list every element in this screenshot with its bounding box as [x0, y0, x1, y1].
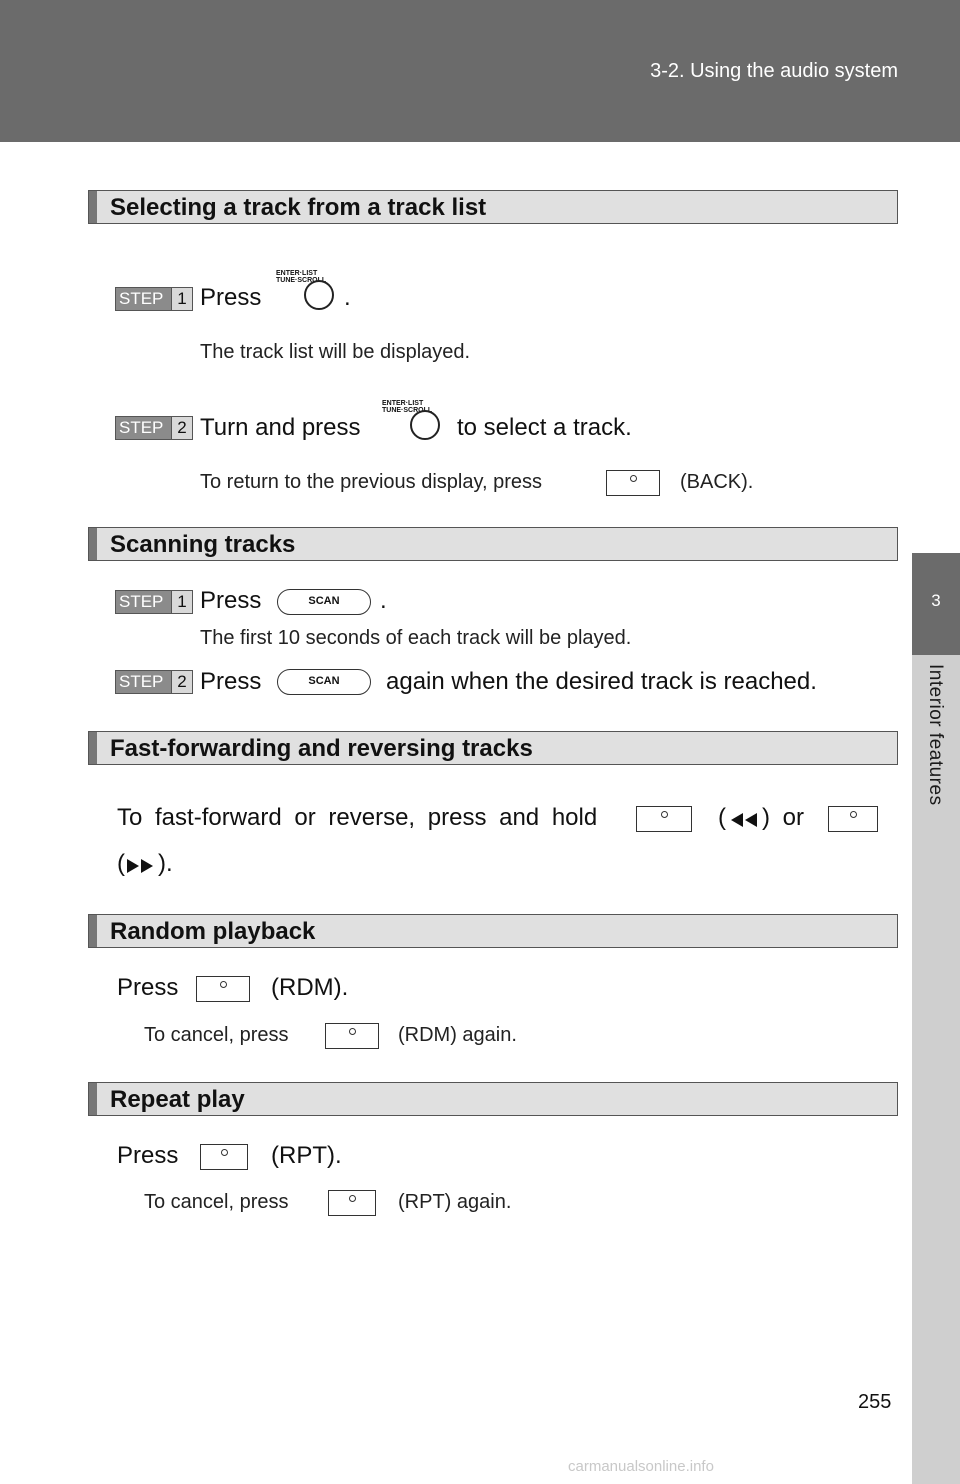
step-label: STEP	[119, 672, 164, 691]
step-badge-2: STEP 2	[115, 670, 193, 694]
page-number: 255	[858, 1391, 892, 1413]
step-note-end: (BACK).	[680, 471, 754, 493]
back-button-icon	[606, 470, 660, 496]
step-text: Press	[200, 284, 262, 311]
paren-open: (	[117, 850, 125, 877]
forward-button-icon	[828, 806, 878, 832]
step-note: The first 10 seconds of each track will …	[200, 627, 632, 649]
step-number: 1	[171, 288, 192, 310]
step-text: Turn and press	[200, 414, 361, 441]
section-title: Selecting a track from a track list	[110, 194, 487, 221]
rpt-button-icon	[200, 1144, 248, 1170]
reverse-button-icon	[636, 806, 692, 832]
step-note: The track list will be displayed.	[200, 341, 471, 363]
step-badge-2: STEP 2	[115, 416, 193, 440]
section-heading-repeat: Repeat play	[88, 1082, 898, 1116]
section-title: Random playback	[110, 918, 316, 945]
note-text: To cancel, press	[144, 1024, 289, 1046]
step-label: STEP	[119, 289, 164, 308]
paren-close: ).	[158, 850, 173, 877]
fast-forward-icon	[127, 859, 153, 873]
chapter-strip	[912, 655, 960, 1484]
step-number: 1	[171, 591, 192, 613]
section-title: Scanning tracks	[110, 531, 296, 558]
body-text: Press	[117, 974, 179, 1001]
note-text: To cancel, press	[144, 1191, 289, 1213]
chapter-label: Interior features	[925, 664, 946, 806]
rdm-button-icon	[196, 976, 250, 1002]
section-heading-scanning: Scanning tracks	[88, 527, 898, 561]
step-badge-1: STEP 1	[115, 590, 193, 614]
step-badge-1: STEP 1	[115, 287, 193, 311]
step-number: 2	[171, 417, 192, 439]
step-label: STEP	[119, 592, 164, 611]
step-text-end: again when the desired track is reached.	[386, 668, 817, 695]
step-text-end: to select a track.	[457, 414, 632, 441]
step-text-end: .	[344, 284, 351, 311]
chapter-tab: 3	[912, 553, 960, 655]
section-title: Fast-forwarding and reversing tracks	[110, 735, 533, 762]
watermark: carmanualsonline.info	[568, 1458, 714, 1475]
note-text-end: (RDM) again.	[398, 1024, 517, 1046]
step-number: 2	[171, 671, 192, 693]
page-header: 3-2. Using the audio system	[0, 0, 960, 142]
body-text: To fast-forward or reverse, press and ho…	[117, 804, 598, 831]
step-note: To return to the previous display, press	[200, 471, 543, 493]
body-text-or: ) or	[762, 804, 804, 831]
rpt-button-icon	[328, 1190, 376, 1216]
section-heading-select-track: Selecting a track from a track list	[88, 190, 898, 224]
step-text-end: .	[380, 587, 387, 614]
step-text: Press	[200, 668, 262, 695]
body-text-end: (RPT).	[271, 1142, 342, 1169]
section-heading-random: Random playback	[88, 914, 898, 948]
step-text: Press	[200, 587, 262, 614]
step-label: STEP	[119, 418, 164, 437]
body-text: Press	[117, 1142, 179, 1169]
scan-button-icon: SCAN	[277, 669, 371, 695]
chapter-number: 3	[931, 591, 941, 610]
note-text-end: (RPT) again.	[398, 1191, 512, 1213]
paren-open: (	[718, 804, 726, 831]
rewind-icon	[731, 813, 757, 827]
body-text-end: (RDM).	[271, 974, 349, 1001]
rdm-button-icon	[325, 1023, 379, 1049]
scan-button-icon: SCAN	[277, 589, 371, 615]
header-title: 3-2. Using the audio system	[650, 60, 898, 82]
section-heading-fast-forward: Fast-forwarding and reversing tracks	[88, 731, 898, 765]
section-title: Repeat play	[110, 1086, 245, 1113]
